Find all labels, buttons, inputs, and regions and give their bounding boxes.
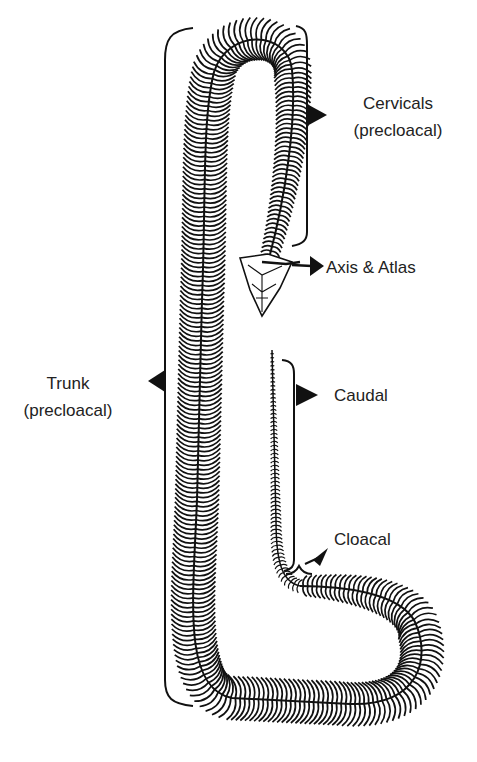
- cervical-bracket: [292, 26, 307, 246]
- cloacal-bracket: [286, 566, 312, 574]
- axis-leader: [292, 265, 312, 266]
- region-label: Trunk (precloacal): [10, 370, 126, 424]
- rib: [399, 613, 436, 638]
- arrowhead: [307, 104, 327, 126]
- tail-spine: [272, 350, 300, 586]
- arrowhead: [148, 370, 165, 392]
- brackets: [165, 26, 312, 706]
- region-label: Caudal: [334, 382, 434, 409]
- arrowhead: [313, 548, 328, 566]
- arrow-shaft: [305, 558, 318, 564]
- caudal-bracket: [282, 360, 294, 571]
- rib: [183, 661, 221, 685]
- region-label: Axis & Atlas: [326, 254, 466, 281]
- arrowhead: [296, 384, 318, 406]
- skull: [240, 254, 300, 316]
- rib: [181, 658, 221, 680]
- arrowheads: [148, 104, 328, 566]
- region-label: Cloacal: [334, 526, 434, 553]
- region-label: Cervicals (precloacal): [340, 90, 456, 144]
- rib: [399, 608, 433, 636]
- arrowhead: [310, 256, 324, 276]
- rib: [186, 663, 222, 690]
- trunk-bracket: [165, 28, 193, 706]
